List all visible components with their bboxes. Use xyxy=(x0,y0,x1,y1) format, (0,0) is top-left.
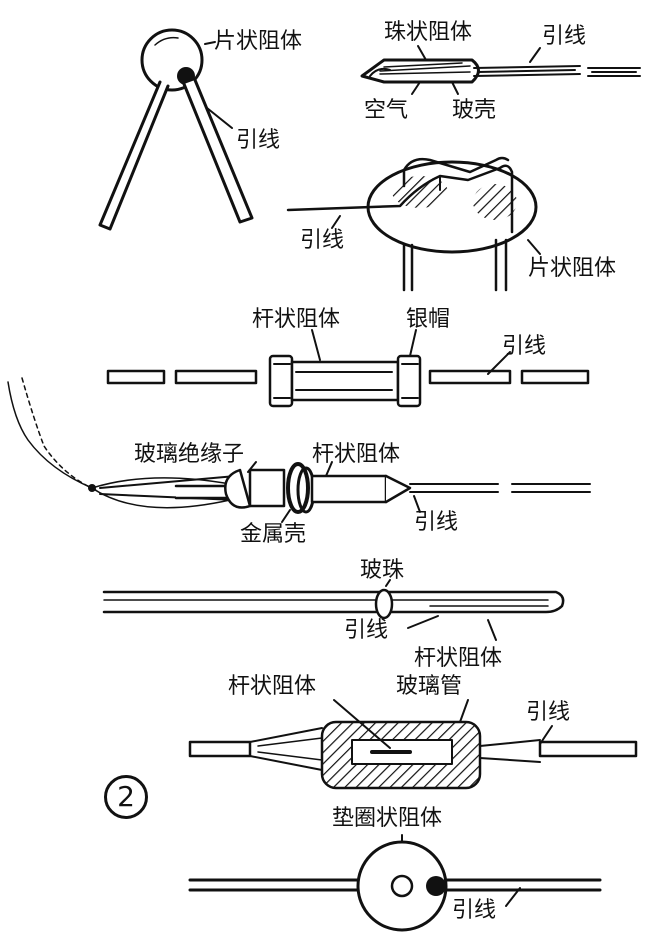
shell-lead-label: 引线 xyxy=(414,510,459,535)
disk-lead-label: 引线 xyxy=(236,128,281,153)
bent-disk-body-label: 片状阻体 xyxy=(528,256,617,281)
tube-lead-label: 引线 xyxy=(526,700,571,725)
glass-tube-label: 玻璃管 xyxy=(396,674,463,699)
glass-bead-lead-label: 引线 xyxy=(344,618,389,643)
silver-cap-label: 银帽 xyxy=(406,307,451,332)
rod-body-label: 杆状阻体 xyxy=(252,307,341,332)
glass-bead-rod-label: 杆状阻体 xyxy=(414,646,503,671)
rod-thermistor-glass-tube xyxy=(188,699,638,790)
bent-disk-lead-label: 引线 xyxy=(300,228,345,253)
disk-thermistor-leaded xyxy=(98,28,254,231)
rod-thermistor-glass-bead xyxy=(102,579,565,641)
glass-insulator-label: 玻璃绝缘子 xyxy=(134,442,245,467)
bead-air-label: 空气 xyxy=(364,98,409,123)
metal-shell-label: 金属壳 xyxy=(240,522,307,547)
rod-thermistor-metal-shell xyxy=(7,377,591,523)
bead-body-label: 珠状阻体 xyxy=(384,20,473,45)
tube-rod-body-label: 杆状阻体 xyxy=(228,674,317,699)
washer-thermistor xyxy=(188,834,602,932)
rod-lead-label: 引线 xyxy=(502,334,547,359)
disk-thermistor-bent-lead xyxy=(286,156,541,292)
washer-lead-label: 引线 xyxy=(452,898,497,923)
glass-bead-label: 玻珠 xyxy=(360,558,405,583)
disk-body-label: 片状阻体 xyxy=(214,29,303,54)
shell-rod-body-label: 杆状阻体 xyxy=(312,442,401,467)
bead-lead-label: 引线 xyxy=(542,24,587,49)
washer-body-label: 垫圈状阻体 xyxy=(332,806,443,831)
figure-number: 2 xyxy=(104,775,148,819)
bead-shell-label: 玻壳 xyxy=(452,98,497,123)
rod-thermistor-silver-caps xyxy=(106,329,590,408)
bead-thermistor-glass xyxy=(360,45,641,95)
